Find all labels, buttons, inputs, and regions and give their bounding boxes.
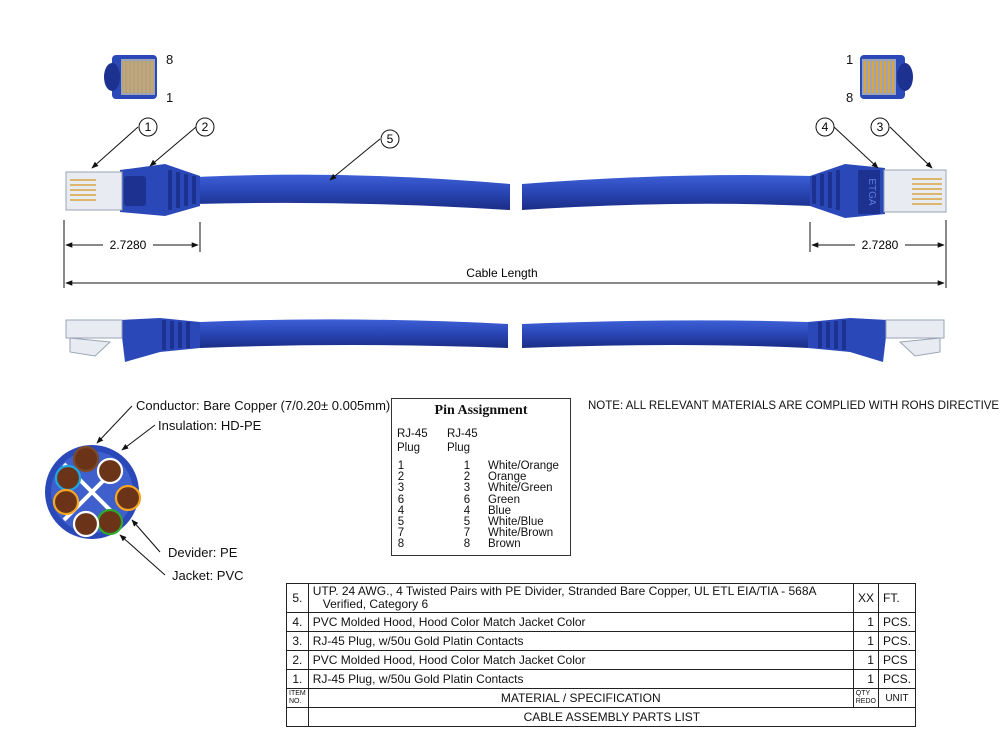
- pin-color-name: White/Orange: [488, 460, 559, 472]
- spec-text: UTP. 24 AWG., 4 Twisted Pairs with PE Di…: [312, 584, 817, 598]
- right-icon-pin-top: 1: [846, 52, 854, 67]
- callout-2: 2: [202, 120, 209, 134]
- parts-row: 5.UTP. 24 AWG., 4 Twisted Pairs with PE …: [286, 583, 917, 613]
- footer-spacer: [286, 707, 309, 727]
- qty-cell: XX: [852, 583, 879, 613]
- pin-left-number: 3: [397, 482, 405, 495]
- right-boot-dimension: 2.7280: [862, 238, 899, 252]
- pin-left-number: 6: [397, 493, 405, 506]
- item-number: 1.: [286, 669, 309, 689]
- cable-cross-section: [45, 445, 142, 539]
- pin-right-number: 1: [463, 460, 471, 472]
- parts-list-table: 5.UTP. 24 AWG., 4 Twisted Pairs with PE …: [286, 583, 917, 727]
- qty-cell: 1: [852, 650, 879, 670]
- pin-color-name: White/Brown: [488, 527, 554, 540]
- item-header: ITEM NO.: [286, 688, 309, 708]
- spec-cell: PVC Molded Hood, Hood Color Match Jacket…: [307, 612, 854, 632]
- spec-text-line2: Verified, Category 6: [322, 597, 429, 611]
- pin-left-number: 2: [397, 471, 405, 484]
- cable-side-view: [65, 318, 945, 362]
- pin-right-number: 2: [463, 471, 471, 484]
- spec-cell: RJ-45 Plug, w/50u Gold Platin Contacts: [307, 669, 854, 689]
- spec-cell: RJ-45 Plug, w/50u Gold Platin Contacts: [307, 631, 854, 651]
- parts-row: 4.PVC Molded Hood, Hood Color Match Jack…: [286, 612, 917, 632]
- callout-5: 5: [387, 132, 394, 146]
- cable-length-label: Cable Length: [466, 266, 537, 280]
- right-connector-end-icon: [860, 55, 913, 99]
- pin-right-number: 4: [463, 504, 471, 517]
- left-icon-pin-top: 8: [166, 52, 174, 67]
- callout-circles: [138, 117, 890, 149]
- pin-left-number: 4: [397, 504, 405, 517]
- callout-3: 3: [877, 120, 884, 134]
- unit-cell: PCS.: [877, 669, 917, 689]
- left-boot-dimension: 2.7280: [110, 238, 147, 252]
- parts-row: 1.RJ-45 Plug, w/50u Gold Platin Contacts…: [286, 669, 917, 689]
- right-icon-pin-bottom: 8: [846, 90, 854, 105]
- qty-cell: 1: [852, 612, 879, 632]
- pin-right-number: 7: [463, 527, 471, 540]
- qty-cell: 1: [852, 631, 879, 651]
- pin-right-number: 3: [463, 482, 471, 495]
- spec-text: PVC Molded Hood, Hood Color Match Jacket…: [312, 652, 586, 667]
- spec-cell: UTP. 24 AWG., 4 Twisted Pairs with PE Di…: [307, 583, 854, 613]
- item-number: 3.: [286, 631, 309, 651]
- parts-row: 2.PVC Molded Hood, Hood Color Match Jack…: [286, 650, 917, 670]
- qty-cell: 1: [852, 669, 879, 689]
- pin-color-name: Brown: [488, 538, 521, 551]
- parts-row: 3.RJ-45 Plug, w/50u Gold Platin Contacts…: [286, 631, 917, 651]
- spec-cell: PVC Molded Hood, Hood Color Match Jacket…: [307, 650, 854, 670]
- pin-left-number: 1: [397, 460, 405, 472]
- qty-header: QTY REDO: [852, 688, 879, 708]
- parts-footer-row: CABLE ASSEMBLY PARTS LIST: [286, 707, 917, 727]
- insulation-label: Insulation: HD-PE: [158, 418, 262, 433]
- unit-cell: PCS: [877, 650, 917, 670]
- unit-cell: FT.: [877, 583, 917, 613]
- pin-color-name: Orange: [488, 471, 527, 484]
- spec-text: PVC Molded Hood, Hood Color Match Jacket…: [312, 614, 586, 629]
- spec-header: MATERIAL / SPECIFICATION: [307, 688, 854, 708]
- pin-left-number: 5: [397, 516, 405, 528]
- pin-left-number: 7: [397, 527, 405, 540]
- pin-left-number: 8: [397, 538, 405, 551]
- callout-4: 4: [822, 120, 829, 134]
- parts-list-title: CABLE ASSEMBLY PARTS LIST: [307, 707, 917, 727]
- callout-1: 1: [145, 120, 152, 134]
- pin-color-name: Blue: [488, 504, 512, 517]
- cross-section-leaders: [96, 405, 166, 576]
- unit-cell: PCS.: [877, 612, 917, 632]
- spec-text: RJ-45 Plug, w/50u Gold Platin Contacts: [312, 633, 524, 648]
- right-plug-header: RJ-45 Plug: [447, 428, 478, 454]
- jacket-label: Jacket: PVC: [172, 568, 244, 583]
- pin-right-number: 5: [463, 516, 471, 528]
- callout-leaders: [91, 126, 933, 181]
- pin-right-number: 6: [463, 493, 471, 506]
- boot-print-text: ETGA: [866, 178, 877, 206]
- item-number: 2.: [286, 650, 309, 670]
- pin-assignment-title: Pin Assignment: [434, 403, 528, 418]
- pin-right-number: 8: [463, 538, 471, 551]
- divider-label: Devider: PE: [168, 545, 238, 560]
- pin-color-name: Green: [488, 493, 520, 506]
- left-connector-end-icon: [104, 55, 157, 99]
- item-number: 4.: [286, 612, 309, 632]
- left-plug-header: RJ-45 Plug: [397, 428, 428, 454]
- unit-header: UNIT: [877, 688, 917, 708]
- item-number: 5.: [286, 583, 309, 613]
- spec-text: RJ-45 Plug, w/50u Gold Platin Contacts: [312, 671, 524, 686]
- pin-color-name: White/Green: [488, 482, 553, 495]
- cable-top-view: ETGA: [65, 164, 947, 218]
- pin-color-name: White/Blue: [488, 516, 544, 528]
- conductor-label: Conductor: Bare Copper (7/0.20± 0.005mm): [136, 398, 391, 413]
- unit-cell: PCS.: [877, 631, 917, 651]
- rohs-note: NOTE: ALL RELEVANT MATERIALS ARE COMPLIE…: [588, 400, 1000, 412]
- left-icon-pin-bottom: 1: [166, 90, 174, 105]
